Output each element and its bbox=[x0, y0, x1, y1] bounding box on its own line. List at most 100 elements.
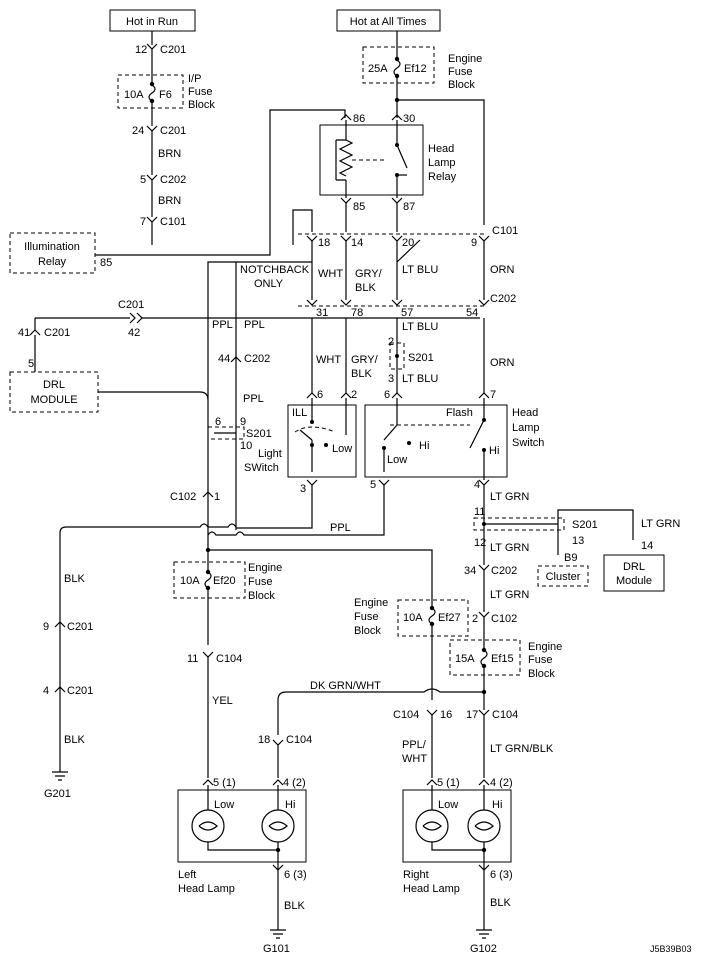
pin-label: 14 bbox=[641, 540, 653, 552]
pin-label: 18 bbox=[258, 734, 270, 746]
wire-color-label: LT GRN bbox=[490, 542, 529, 554]
pin-label: 6 bbox=[384, 389, 390, 401]
pin-label: 30 bbox=[403, 113, 415, 125]
engine-fuse-block-label: Fuse bbox=[248, 576, 272, 588]
light-switch-box bbox=[287, 404, 357, 478]
right-head-lamp-label: Right bbox=[403, 869, 429, 881]
connector-label: C201 bbox=[67, 621, 93, 633]
node bbox=[310, 420, 314, 424]
node bbox=[205, 585, 211, 591]
pin-label: 34 bbox=[464, 565, 476, 577]
pin-label: 4 (2) bbox=[490, 777, 513, 789]
connector-label: C104 bbox=[216, 653, 242, 665]
wire-ppl-left bbox=[207, 261, 312, 550]
wire-color-label: YEL bbox=[212, 695, 233, 707]
connector-c201-24 bbox=[146, 125, 158, 132]
right-head-lamp-box bbox=[402, 789, 512, 863]
pin-label: 41 bbox=[18, 327, 30, 339]
wire-color-label: WHT bbox=[316, 354, 341, 366]
fuse-ef12-name: Ef12 bbox=[404, 63, 427, 75]
bulb-filament-icon bbox=[422, 821, 494, 831]
connector-c202-54 bbox=[478, 299, 490, 306]
connector-label: C202 bbox=[491, 565, 517, 577]
left-head-lamp-box bbox=[177, 789, 307, 863]
connector-c102-2 bbox=[478, 611, 490, 618]
wire-bundle bbox=[311, 241, 485, 300]
connector-label: C202 bbox=[160, 174, 186, 186]
connector-7 bbox=[478, 392, 490, 399]
left-high-beam-bulb-icon bbox=[261, 809, 295, 843]
connector-label: C101 bbox=[160, 216, 186, 228]
engine-fuse-block-ef27-outline bbox=[397, 599, 469, 637]
engine-fuse-block-label: Fuse bbox=[528, 654, 552, 666]
head-lamp-switch-box bbox=[364, 404, 508, 478]
wire-color-label: LT BLU bbox=[402, 264, 438, 276]
pin-label: 78 bbox=[351, 307, 363, 319]
pin-label: 6 (3) bbox=[490, 869, 513, 881]
wire-color-label: PPL bbox=[244, 319, 265, 331]
bulb-filament-icon bbox=[198, 821, 288, 831]
connector-4-2 bbox=[478, 779, 490, 786]
connector-c202-57 bbox=[391, 299, 403, 306]
drl-module-label: MODULE bbox=[30, 394, 77, 406]
connector-c201-9 bbox=[54, 621, 66, 628]
pin-label: 6 bbox=[317, 389, 323, 401]
switch-wire bbox=[383, 398, 398, 441]
splice-s201-mid bbox=[389, 342, 405, 370]
wire-color-label: LT BLU bbox=[402, 321, 438, 333]
pin-label: 17 bbox=[466, 709, 478, 721]
connector-c102-1 bbox=[202, 491, 214, 498]
pin-label: 4 bbox=[43, 685, 49, 697]
low-label: Low bbox=[438, 799, 458, 811]
pin-label: 3 bbox=[300, 483, 306, 495]
connector-2 bbox=[340, 392, 352, 399]
pin-label: 24 bbox=[132, 125, 144, 137]
left-head-lamp-label: Head Lamp bbox=[178, 883, 235, 895]
left-head-lamp-label: Left bbox=[178, 869, 196, 881]
pin-label: 3 bbox=[388, 373, 394, 385]
connector-c201-42 bbox=[129, 312, 143, 324]
engine-fuse-block-label: Block bbox=[528, 668, 555, 680]
connector-4 bbox=[478, 479, 490, 486]
wire-color-label: LT GRN bbox=[490, 589, 529, 601]
wire-color-label: BLK bbox=[355, 282, 376, 294]
connector-c104-11 bbox=[202, 651, 214, 658]
pin-label: 85 bbox=[353, 201, 365, 213]
right-low-beam-bulb-icon bbox=[415, 809, 449, 843]
connector-c104-18 bbox=[272, 739, 284, 746]
drl-module-label: DRL bbox=[623, 561, 645, 573]
wire-color-label: LT GRN bbox=[641, 518, 680, 530]
connector-label: C201 bbox=[118, 299, 144, 311]
relay-coil-wire bbox=[336, 139, 346, 181]
wire-color-label: PPL bbox=[243, 393, 264, 405]
low-label: Low bbox=[387, 454, 407, 466]
splice-s201-right bbox=[473, 517, 565, 531]
fuse-f6-name: F6 bbox=[159, 89, 172, 101]
low-label: Low bbox=[332, 443, 352, 455]
connector-c101-14 bbox=[340, 235, 352, 242]
wire-color-label: WHT bbox=[402, 753, 427, 765]
ground-g101-icon bbox=[270, 929, 286, 939]
engine-fuse-block-label: Block bbox=[354, 625, 381, 637]
connector-c202-31 bbox=[306, 299, 318, 306]
connector-label: C202 bbox=[490, 293, 516, 305]
pin-label: 4 (2) bbox=[283, 777, 306, 789]
wire-color-label: BLK bbox=[64, 734, 85, 746]
fuse-ef20-rating: 10A bbox=[180, 575, 200, 587]
left-low-beam-bulb-icon bbox=[191, 809, 225, 843]
connector-c201-4 bbox=[54, 686, 66, 693]
node bbox=[205, 569, 211, 575]
illumination-relay-label: Relay bbox=[38, 256, 67, 268]
connector-c101-20 bbox=[391, 235, 403, 242]
illumination-relay-label: Illumination bbox=[24, 241, 80, 253]
fuse-ef20-symbol bbox=[204, 550, 212, 645]
node bbox=[481, 689, 487, 695]
connector-86 bbox=[340, 114, 352, 121]
pin-label: 86 bbox=[353, 113, 365, 125]
fuse-ef27-name: Ef27 bbox=[438, 612, 461, 624]
wire-blk-left bbox=[59, 523, 237, 745]
pin-label: 9 bbox=[240, 416, 246, 428]
pin-label: 5 (1) bbox=[437, 777, 460, 789]
node bbox=[429, 605, 435, 611]
pin-label: 5 bbox=[140, 174, 146, 186]
